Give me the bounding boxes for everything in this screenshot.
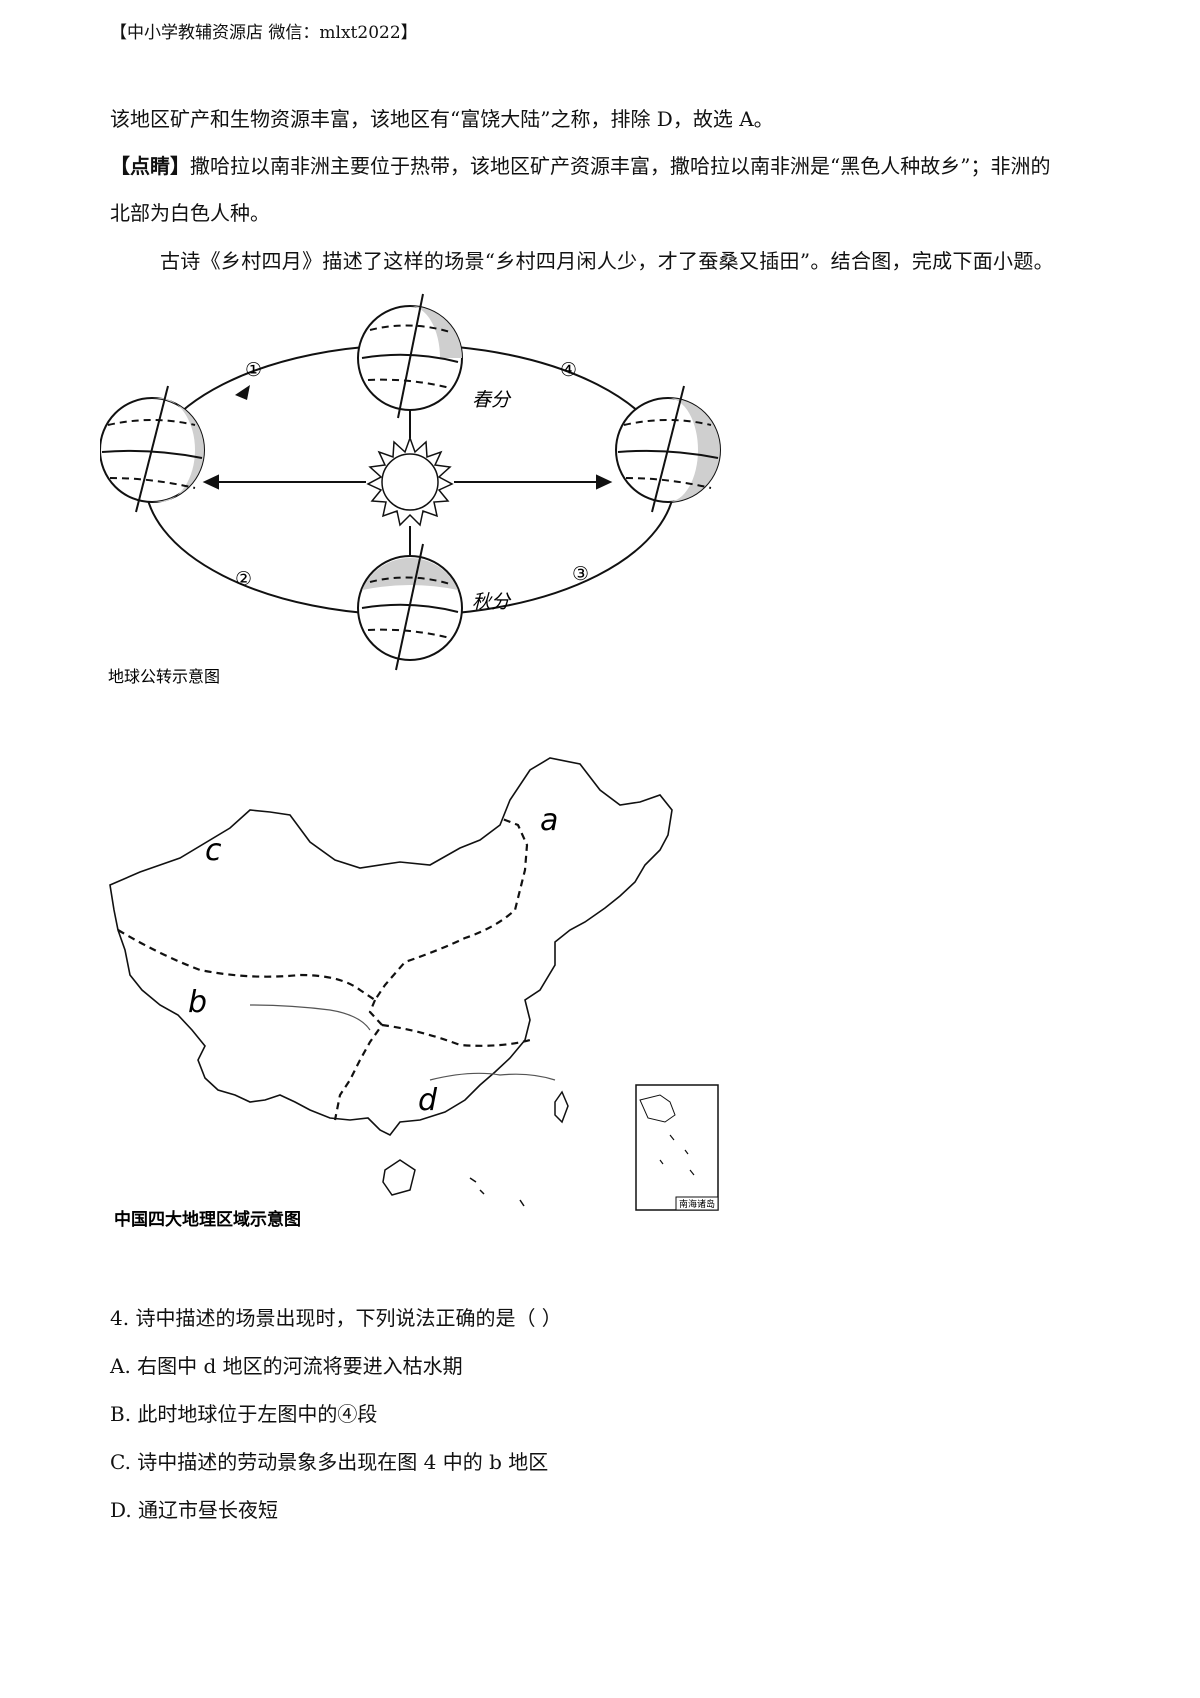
earth-revolution-figure: 春分 秋分 ① ② ③ ④ 地球公转示意图 <box>100 293 721 686</box>
sun-icon <box>366 435 454 527</box>
earth-summer-side-icon <box>615 385 721 513</box>
earth-autumn-icon <box>357 543 463 671</box>
label-spring-equinox: 春分 <box>472 389 512 411</box>
hainan-island <box>382 1159 416 1196</box>
paragraph-answer-explanation: 该地区矿产和生物资源丰富，该地区有“富饶大陆”之称，排除 D，故选 A。 <box>110 107 774 131</box>
paragraph-poem-intro: 古诗《乡村四月》描述了这样的场景“乡村四月闲人少，才了蚕桑又插田”。结合图，完成… <box>160 249 1054 273</box>
orbit-segment-1: ① <box>245 359 262 381</box>
key-point-text: 撒哈拉以南非洲主要位于热带，该地区矿产资源丰富，撒哈拉以南非洲是“黑色人种故乡”… <box>190 154 1051 178</box>
paragraph-key-point: 【点睛】撒哈拉以南非洲主要位于热带，该地区矿产资源丰富，撒哈拉以南非洲是“黑色人… <box>110 150 1050 179</box>
orbit-direction-arrow <box>235 385 250 400</box>
region-boundaries <box>117 816 531 1121</box>
key-point-label: 【点睛】 <box>110 154 190 178</box>
earth-winter-side-icon <box>100 385 205 513</box>
option-c[interactable]: C. 诗中描述的劳动景象多出现在图 4 中的 b 地区 <box>110 1450 549 1474</box>
page-header: 【中小学教辅资源店 微信：mlxt2022】 <box>110 23 418 43</box>
orbit-figure-caption: 地球公转示意图 <box>108 667 220 686</box>
taiwan-island <box>554 1090 569 1124</box>
south-china-sea-inset: 南海诸岛 <box>635 1084 719 1211</box>
orbit-segment-3: ③ <box>572 563 589 585</box>
orbit-segment-2: ② <box>235 568 252 590</box>
china-regions-map: c a b d 南海诸岛 中国四大地理区域示意图 <box>109 757 719 1230</box>
earth-spring-icon <box>357 293 463 419</box>
region-label-a: a <box>540 803 558 838</box>
region-label-c: c <box>205 833 222 868</box>
china-outline <box>109 757 673 1137</box>
label-autumn-equinox: 秋分 <box>472 591 512 613</box>
inset-label: 南海诸岛 <box>679 1198 715 1210</box>
south-sea-islands <box>469 1177 525 1207</box>
option-a[interactable]: A. 右图中 d 地区的河流将要进入枯水期 <box>110 1354 463 1378</box>
region-label-d: d <box>418 1083 438 1118</box>
question-stem: 4. 诗中描述的场景出现时，下列说法正确的是（ ） <box>110 1306 562 1330</box>
option-d[interactable]: D. 通辽市昼长夜短 <box>110 1498 279 1522</box>
rivers <box>249 1004 556 1081</box>
option-b[interactable]: B. 此时地球位于左图中的④段 <box>110 1402 378 1426</box>
region-label-b: b <box>188 985 207 1020</box>
orbit-segment-4: ④ <box>560 359 577 381</box>
paragraph-key-point-continued: 北部为白色人种。 <box>110 201 270 225</box>
map-figure-caption: 中国四大地理区域示意图 <box>114 1209 301 1230</box>
